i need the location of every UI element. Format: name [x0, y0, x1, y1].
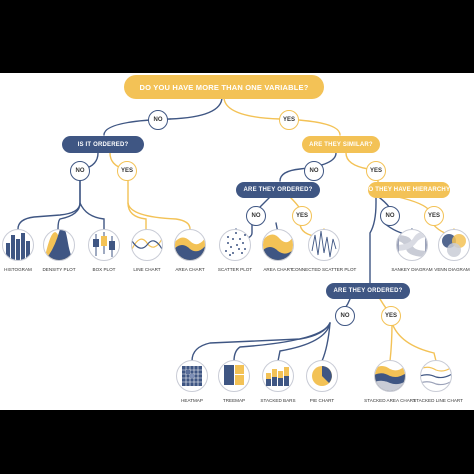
question-is-it-ordered: IS IT ORDERED?: [62, 136, 144, 153]
label-heatmap: HEATMAP: [181, 398, 203, 403]
answer-no-ordered1: NO: [70, 161, 90, 181]
chart-icons: [2, 229, 470, 392]
question-are-they-ordered-2: ARE THEY ORDERED?: [236, 182, 320, 198]
stacked-bars-icon: [262, 360, 294, 392]
pie-chart-icon: [306, 360, 338, 392]
density-plot-icon: [43, 229, 75, 261]
label-histogram: HISTOGRAM: [4, 267, 32, 272]
heatmap-icon: [176, 360, 208, 392]
label-line-chart: LINE CHART: [133, 267, 161, 272]
histogram-icon: [2, 229, 34, 261]
stacked-line-chart-icon: [420, 360, 452, 392]
answer-no-ordered3: NO: [335, 306, 355, 326]
label-pie-chart: PIE CHART: [309, 398, 335, 403]
label-area-chart-2: AREA CHART: [263, 267, 293, 272]
box-plot-icon: [88, 229, 120, 261]
question-hierarchy: DO THEY HAVE HIERARCHY?: [364, 182, 454, 198]
line-chart-icon: [131, 229, 163, 261]
stacked-area-chart-icon: [374, 360, 406, 392]
label-density-plot: DENSITY PLOT: [42, 267, 76, 272]
sankey-diagram-icon: [396, 229, 428, 261]
question-more-than-one-variable: DO YOU HAVE MORE THAN ONE VARIABLE?: [124, 75, 324, 99]
scatter-plot-icon: [219, 229, 251, 261]
label-stacked-area-chart: STACKED AREA CHART: [364, 398, 416, 403]
area-chart-2-icon: [262, 229, 294, 261]
venn-diagram-icon: [438, 229, 470, 261]
treemap-icon: [218, 360, 250, 392]
answer-no-similar: NO: [304, 161, 324, 181]
connected-scatter-plot-icon: [308, 229, 340, 261]
label-stacked-bars: STACKED BARS: [260, 398, 296, 403]
label-venn-diagram: VENN DIAGRAM: [434, 267, 470, 272]
answer-yes-ordered1: YES: [117, 161, 137, 181]
label-stacked-line-chart: STACKED LINE CHART: [413, 398, 463, 403]
label-connected-scatter-plot: CONNECTED SCATTER PLOT: [291, 267, 357, 272]
flowchart-canvas: DO YOU HAVE MORE THAN ONE VARIABLE? IS I…: [0, 73, 474, 410]
label-scatter-plot: SCATTER PLOT: [217, 267, 253, 272]
label-treemap: TREEMAP: [222, 398, 246, 403]
answer-no-root: NO: [148, 110, 168, 130]
answer-no-ordered2: NO: [246, 206, 266, 226]
question-are-they-ordered-3: ARE THEY ORDERED?: [326, 283, 410, 299]
answer-yes-root: YES: [279, 110, 299, 130]
label-box-plot: BOX PLOT: [92, 267, 116, 272]
answer-yes-ordered2: YES: [292, 206, 312, 226]
answer-yes-hierarchy: YES: [424, 206, 444, 226]
answer-yes-similar: YES: [366, 161, 386, 181]
label-sankey-diagram: SANKEY DIAGRAM: [391, 267, 433, 272]
answer-yes-ordered3: YES: [381, 306, 401, 326]
answer-no-hierarchy: NO: [380, 206, 400, 226]
label-area-chart: AREA CHART: [175, 267, 205, 272]
question-are-they-similar: ARE THEY SIMILAR?: [302, 136, 380, 153]
area-chart-icon: [174, 229, 206, 261]
